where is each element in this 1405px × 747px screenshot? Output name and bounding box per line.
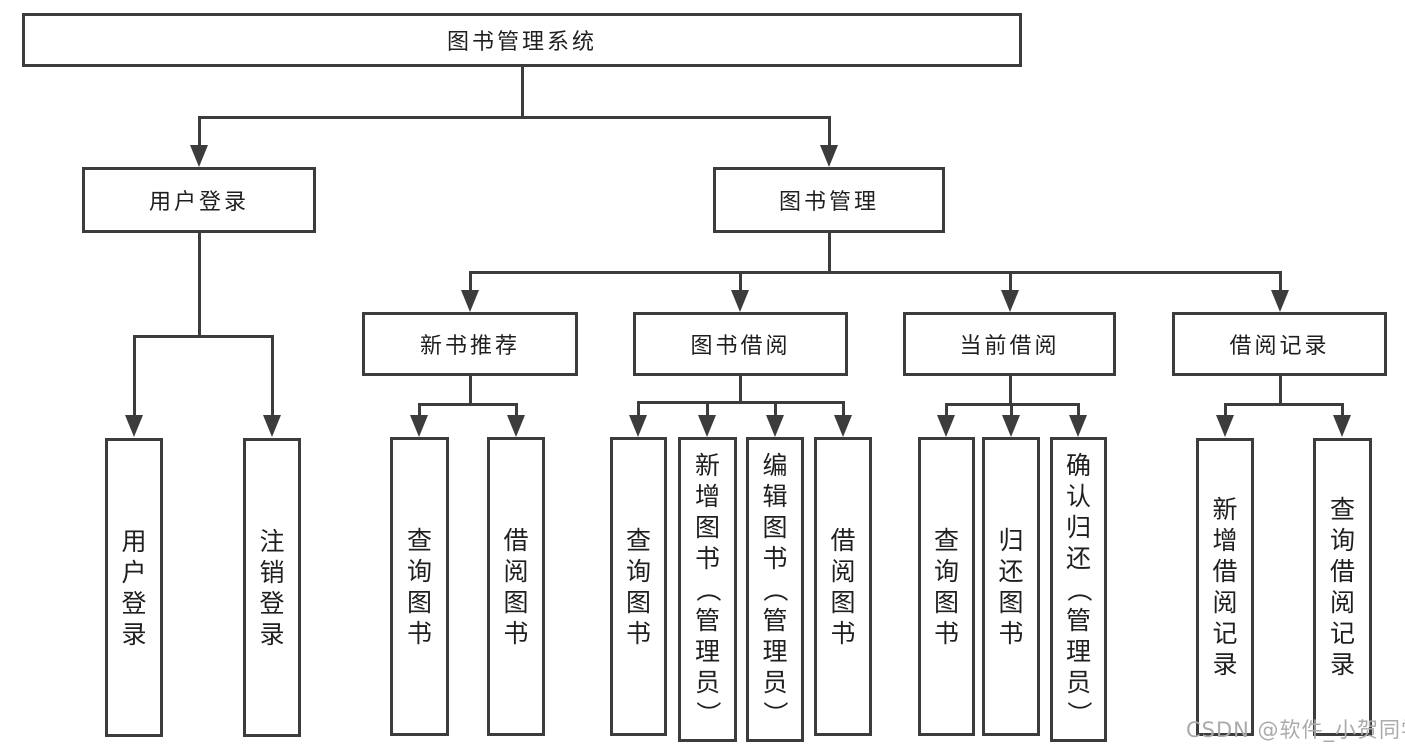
node-borrow-records: 借阅记录 <box>1172 312 1387 376</box>
node-user-login: 用户登录 <box>82 167 316 233</box>
arrowhead-down-icon <box>698 415 716 437</box>
connector-vline <box>773 401 777 417</box>
connector-hline <box>132 335 273 338</box>
connector-vline <box>468 376 472 405</box>
connector-hline <box>468 271 1281 274</box>
arrowhead-down-icon <box>820 145 838 167</box>
connector-vline <box>1008 376 1012 405</box>
connector-vline <box>1008 271 1012 292</box>
connector-vline <box>738 271 742 292</box>
leaf-query-borrow-record: 查询借阅记录 <box>1313 438 1372 736</box>
connector-hline <box>197 116 830 119</box>
connector-vline <box>706 401 709 417</box>
arrowhead-down-icon <box>1069 415 1087 437</box>
connector-vline <box>468 271 472 292</box>
node-book-management: 图书管理 <box>713 167 945 233</box>
node-new-book-recommend: 新书推荐 <box>362 312 578 376</box>
connector-vline <box>197 233 201 337</box>
connector-vline <box>1223 403 1227 417</box>
connector-vline <box>197 116 201 147</box>
connector-vline <box>738 376 742 403</box>
connector-vline <box>417 403 421 417</box>
arrowhead-down-icon <box>410 415 428 437</box>
connector-vline <box>827 116 831 147</box>
arrowhead-down-icon <box>1216 415 1234 437</box>
leaf-return-books: 归还图书 <box>982 437 1040 736</box>
connector-vline <box>1340 403 1344 417</box>
leaf-add-borrow-record: 新增借阅记录 <box>1196 438 1254 736</box>
arrowhead-down-icon <box>1002 415 1020 437</box>
connector-vline <box>944 403 948 417</box>
leaf-query-books-recommend: 查询图书 <box>390 437 449 736</box>
arrowhead-down-icon <box>461 290 479 312</box>
leaf-confirm-return-admin: 确认归还（管理员） <box>1050 437 1107 742</box>
arrowhead-down-icon <box>1333 415 1351 437</box>
arrowhead-down-icon <box>263 415 281 437</box>
leaf-add-books-admin: 新增图书（管理员） <box>678 437 737 742</box>
arrowhead-down-icon <box>190 145 208 167</box>
arrowhead-down-icon <box>125 415 143 437</box>
node-current-borrow: 当前借阅 <box>903 312 1116 376</box>
arrowhead-down-icon <box>731 290 749 312</box>
leaf-logout: 注销登录 <box>243 438 301 737</box>
arrowhead-down-icon <box>507 415 525 437</box>
leaf-query-books-borrow: 查询图书 <box>610 437 667 736</box>
connector-vline <box>514 403 518 417</box>
connector-vline <box>636 401 640 417</box>
arrowhead-down-icon <box>766 415 784 437</box>
connector-vline <box>1009 403 1013 417</box>
arrowhead-down-icon <box>834 415 852 437</box>
leaf-borrow-books: 借阅图书 <box>814 437 872 736</box>
connector-vline <box>1278 376 1282 405</box>
arrowhead-down-icon <box>1271 290 1289 312</box>
csdn-watermark: CSDN @软件_小贺同学 <box>1186 718 1405 742</box>
connector-vline <box>520 66 524 119</box>
connector-vline <box>132 335 136 417</box>
leaf-user-login: 用户登录 <box>105 438 163 737</box>
connector-hline <box>417 403 518 406</box>
leaf-edit-books-admin: 编辑图书（管理员） <box>746 437 804 742</box>
connector-hline <box>1223 403 1343 406</box>
leaf-borrow-books-recommend: 借阅图书 <box>487 437 545 736</box>
connector-vline <box>1278 271 1282 292</box>
leaf-query-books-current: 查询图书 <box>918 437 975 736</box>
arrowhead-down-icon <box>1001 290 1019 312</box>
arrowhead-down-icon <box>937 415 955 437</box>
connector-vline <box>827 233 831 273</box>
node-book-borrow: 图书借阅 <box>633 312 848 376</box>
connector-vline <box>1077 403 1080 417</box>
connector-vline <box>270 335 274 417</box>
node-root: 图书管理系统 <box>22 13 1022 67</box>
arrowhead-down-icon <box>629 415 647 437</box>
connector-hline <box>636 401 844 404</box>
connector-vline <box>841 401 845 417</box>
